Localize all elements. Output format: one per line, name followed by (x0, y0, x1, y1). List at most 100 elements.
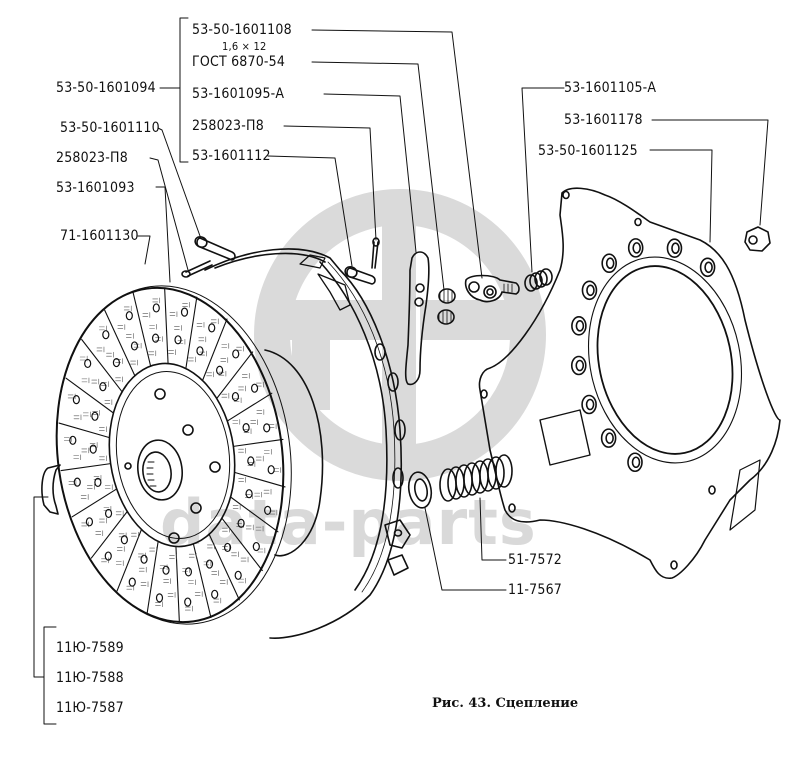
friction-texture (263, 448, 272, 455)
rivet (102, 330, 110, 340)
friction-texture (140, 581, 149, 588)
housing-bolt-hole (631, 456, 641, 469)
watermark-text: data-parts (160, 486, 537, 559)
friction-texture (99, 517, 107, 524)
label-53-1601105-a: 53-1601105-А (564, 80, 657, 96)
friction-texture (198, 336, 207, 343)
lever-hole-2 (414, 297, 424, 307)
housing-bolt-hole (632, 242, 641, 254)
label-53-1601095-a: 53-1601095-А (192, 86, 285, 102)
leader-lines (33, 17, 769, 725)
housing-bolt-boss (666, 238, 683, 258)
rivet (140, 554, 148, 564)
cover-housing (478, 187, 781, 580)
friction-texture (131, 531, 139, 538)
label-11-7567: 11-7567 (508, 582, 563, 598)
friction-texture (240, 556, 249, 563)
friction-texture (169, 553, 177, 560)
rivet (264, 505, 272, 515)
friction-segment-divider (146, 540, 159, 614)
label-11yu-7588: 11Ю-7588 (56, 670, 124, 686)
friction-segment-divider (58, 422, 111, 439)
friction-texture (263, 488, 272, 495)
rivet (216, 365, 224, 375)
rivet (184, 567, 193, 577)
friction-texture (81, 377, 90, 384)
friction-texture (115, 560, 124, 566)
friction-texture (92, 410, 100, 416)
friction-texture (188, 356, 196, 363)
friction-texture (232, 504, 241, 510)
friction-texture (184, 605, 193, 612)
housing-bolt-hole (605, 257, 615, 270)
spring-coil (495, 454, 513, 488)
friction-segment-divider (132, 291, 152, 367)
insulating-washer (407, 471, 433, 509)
friction-texture (91, 378, 100, 385)
rivet (174, 335, 182, 345)
label-53-50-1601110: 53-50-1601110 (60, 120, 160, 136)
rivet (73, 477, 81, 487)
housing-bolt-boss (699, 257, 716, 278)
friction-texture (73, 454, 82, 461)
housing-bolt-hole (585, 398, 595, 411)
friction-texture (221, 343, 230, 349)
friction-texture (221, 392, 230, 399)
friction-texture (103, 505, 112, 512)
friction-texture (255, 525, 264, 532)
friction-texture (149, 323, 157, 330)
friction-texture (207, 543, 215, 550)
rivet (208, 323, 216, 333)
friction-texture (241, 372, 250, 379)
rivet (180, 307, 189, 317)
friction-texture (81, 447, 90, 454)
balance-clip (41, 464, 61, 515)
label-53-50-1601108: 53-50-1601108 (192, 22, 292, 38)
friction-texture (163, 578, 171, 584)
rivet (130, 341, 139, 351)
label-gost-6870-54: ГОСТ 6870-54 (192, 54, 286, 70)
friction-texture (168, 349, 176, 356)
lever-pins (194, 236, 376, 285)
friction-texture (133, 342, 142, 349)
cotter-pins (181, 237, 380, 278)
housing-bolt-hole (605, 432, 614, 444)
rivet (211, 589, 219, 599)
friction-texture (220, 357, 229, 363)
friction-texture (245, 524, 254, 531)
friction-texture (138, 566, 147, 573)
rivet (223, 542, 232, 553)
rivet (252, 541, 260, 552)
friction-texture (149, 546, 157, 553)
friction-texture (255, 455, 264, 462)
rivet (184, 597, 192, 607)
friction-texture (104, 484, 113, 490)
rivet (231, 391, 240, 402)
friction-texture (222, 545, 230, 551)
friction-texture (256, 409, 265, 415)
rivet (89, 444, 97, 454)
eye-bolt (464, 274, 520, 303)
rivet (99, 382, 107, 392)
rivet (267, 465, 275, 475)
friction-texture (116, 546, 125, 552)
friction-texture (115, 376, 123, 383)
friction-segment-divider (216, 351, 254, 400)
friction-texture (142, 312, 151, 318)
rivet (245, 489, 253, 499)
friction-segment-divider (104, 309, 136, 377)
clutch-disc (55, 285, 292, 625)
rivet (128, 577, 136, 587)
rivet (69, 435, 77, 445)
friction-texture (211, 570, 220, 576)
friction-texture (125, 333, 134, 339)
label-11yu-7587: 11Ю-7587 (56, 700, 124, 716)
friction-texture (115, 510, 124, 517)
label-258023-p8-top: 258023-П8 (192, 118, 264, 134)
friction-texture (82, 411, 91, 418)
friction-segment-divider (164, 287, 169, 365)
housing-bolt-hole (586, 284, 595, 297)
